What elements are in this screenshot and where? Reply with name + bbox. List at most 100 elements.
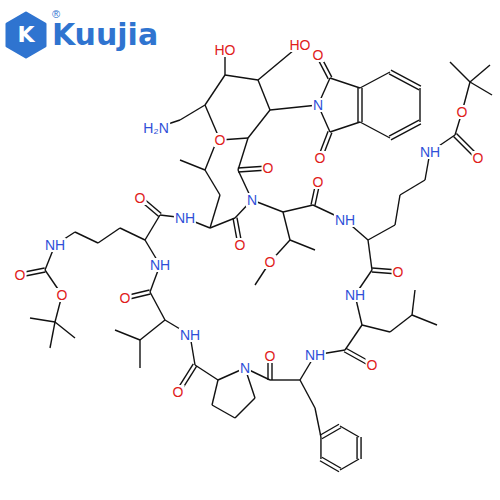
atom-label: NH — [149, 258, 171, 272]
atom-label: NH — [344, 288, 366, 302]
atom-label: NH — [304, 348, 326, 362]
atom-label: O — [366, 358, 379, 372]
atom-label: O — [134, 191, 147, 205]
bond-line — [300, 380, 315, 408]
atom-label: O — [456, 105, 469, 119]
bond-line — [450, 62, 470, 82]
bond-group — [20, 45, 492, 472]
atom-label: NH — [419, 145, 441, 159]
atom-label: N — [239, 361, 251, 375]
atom-label: O — [264, 255, 277, 269]
bond-line — [391, 124, 421, 140]
bond-line — [290, 240, 315, 250]
bond-line — [210, 195, 220, 228]
bond-line — [248, 110, 270, 138]
atom-label: NH — [174, 211, 196, 225]
bond-line — [210, 218, 235, 228]
atom-label: H₂N — [142, 121, 170, 135]
bond-line — [340, 426, 359, 437]
atom-label: O — [264, 349, 277, 363]
bond-line — [470, 82, 492, 95]
bond-line — [345, 325, 362, 350]
atom-label: O — [262, 161, 275, 175]
bond-line — [391, 70, 421, 86]
bond-line — [330, 78, 360, 88]
bond-line — [400, 180, 425, 195]
bond-line — [212, 405, 235, 418]
bond-line — [412, 290, 415, 315]
bond-line — [98, 228, 120, 243]
bond-line — [140, 320, 165, 340]
bond-line — [212, 380, 218, 405]
bond-line — [361, 88, 362, 122]
atom-label: HO — [214, 43, 237, 57]
bond-line — [180, 105, 205, 120]
bond-line — [389, 120, 419, 136]
atom-label: O — [14, 268, 27, 282]
atom-label: N — [312, 98, 324, 112]
bond-line — [180, 160, 205, 170]
bond-line — [150, 292, 165, 320]
bond-line — [357, 88, 358, 122]
bond-line — [368, 240, 372, 270]
bond-line — [50, 322, 55, 348]
bond-line — [360, 72, 390, 88]
bond-line — [139, 340, 140, 368]
bond-line — [205, 170, 220, 195]
bond-line — [368, 225, 395, 240]
bond-line — [270, 105, 318, 110]
bond-line — [362, 325, 390, 332]
bond-line — [238, 138, 248, 170]
atom-label: O — [314, 151, 327, 165]
atom-label: HO — [289, 38, 312, 52]
bond-line — [205, 75, 225, 105]
bond-line — [412, 315, 437, 325]
bond-line — [283, 212, 290, 240]
atom-label: O — [392, 265, 405, 279]
bond-line — [115, 330, 140, 340]
bond-line — [390, 315, 412, 332]
atom-label: N — [246, 193, 258, 207]
atom-label: O — [214, 133, 227, 147]
atom-label: O — [312, 48, 325, 62]
bond-line — [145, 215, 160, 240]
atom-label: O — [56, 288, 69, 302]
atom-label: NH — [334, 213, 356, 227]
bond-line — [389, 74, 419, 90]
bond-line — [360, 437, 361, 459]
atom-label: O — [472, 151, 485, 165]
bond-line — [320, 437, 321, 459]
brand-name: Kuujia — [52, 20, 158, 50]
atom-label: O — [234, 238, 247, 252]
bond-line — [283, 205, 313, 212]
bond-line — [195, 365, 218, 380]
bond-line — [395, 195, 400, 225]
bond-line — [205, 145, 215, 170]
bond-line — [75, 232, 98, 243]
registered-mark: ® — [52, 9, 60, 20]
atom-label: NH — [44, 238, 66, 252]
atom-label: O — [312, 175, 325, 189]
bond-line — [270, 379, 300, 380]
bond-line — [419, 88, 420, 122]
bond-line — [55, 322, 75, 338]
atom-label: O — [119, 291, 132, 305]
logo-letter: K — [17, 24, 34, 46]
bond-line — [258, 80, 270, 110]
logo-hexagon — [7, 13, 45, 57]
bond-line — [235, 398, 255, 418]
bond-line — [315, 408, 321, 437]
bond-line — [360, 122, 390, 138]
atom-label: O — [172, 385, 185, 399]
bond-line — [330, 122, 360, 132]
bond-line — [320, 461, 339, 472]
bond-line — [356, 437, 357, 459]
bond-line — [470, 65, 490, 82]
atom-label: NH — [179, 328, 201, 342]
bond-line — [340, 459, 359, 470]
bond-line — [225, 75, 258, 80]
bond-line — [30, 318, 55, 322]
bond-line — [120, 228, 145, 240]
bond-line — [320, 424, 339, 435]
